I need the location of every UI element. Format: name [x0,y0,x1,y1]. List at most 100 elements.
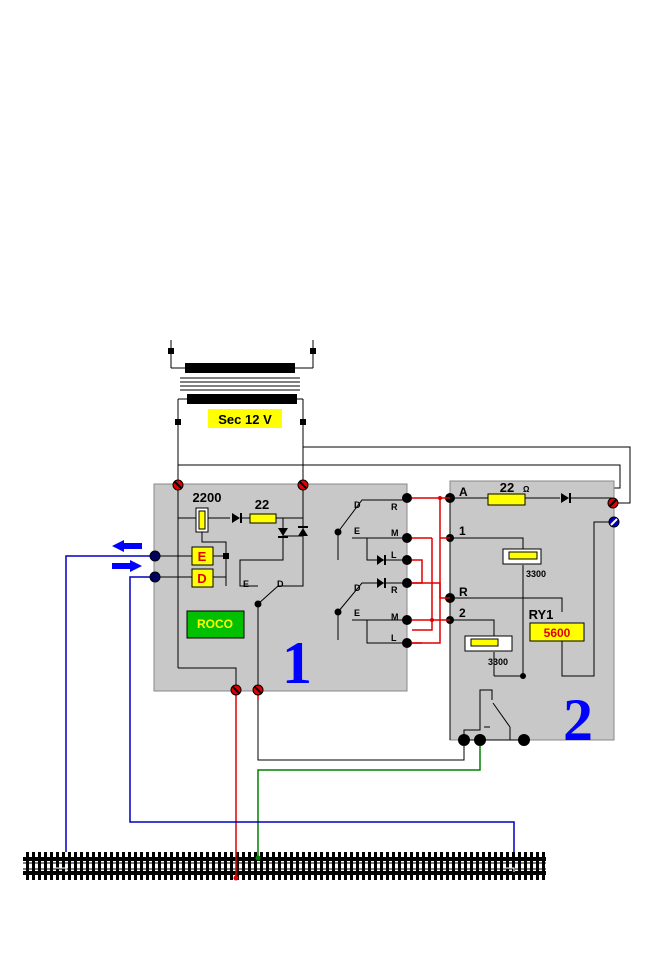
relay1-e: E [354,526,360,536]
input-e-label: E [198,549,207,564]
capacitor-3300-1: 3300 [502,548,546,579]
relay1-m: M [391,528,399,538]
input-d: D [191,568,214,588]
diode-icon [232,513,242,523]
track-sleeper [98,852,101,880]
track-sleeper [320,852,323,880]
track-sleeper [74,852,77,880]
track-sleeper [530,852,533,880]
arrow-out-icon [112,540,142,552]
module-2-number: 2 [563,687,593,753]
track-sleeper [356,852,359,880]
track-sleeper [542,852,545,880]
track-sleeper [236,852,239,880]
track-sleeper [518,852,521,880]
track-sleeper [446,852,449,880]
track-sleeper [326,852,329,880]
track-sleeper [170,852,173,880]
track-sleeper [428,852,431,880]
terminal-2-label: 2 [459,606,466,620]
track-sleeper [392,852,395,880]
track-sleeper [440,852,443,880]
track-sleeper [386,852,389,880]
relay2-l: L [391,633,397,643]
relay1-d: D [354,500,361,510]
track-sleeper [344,852,347,880]
track-sleeper [80,852,83,880]
relay1-l: L [391,550,397,560]
transformer-secondary-label: Sec 12 V [218,412,272,427]
track-sleeper [452,852,455,880]
track-sleeper [404,852,407,880]
track-sleeper [248,852,251,880]
relay1-r: R [391,502,398,512]
track-sleeper [374,852,377,880]
track-sleeper [362,852,365,880]
track-sleeper [92,852,95,880]
resistor-22-label: 22 [255,497,269,512]
track-sleeper [296,852,299,880]
track-sleeper [488,852,491,880]
track-sleeper [284,852,287,880]
track-sleeper [38,852,41,880]
relay2-d: D [354,583,361,593]
track-sleeper [260,852,263,880]
track-sleeper [506,852,509,880]
track-sleeper [26,852,29,880]
capacitor-2200-label: 2200 [193,490,222,505]
track-sleeper [416,852,419,880]
resistor-22-ohm: 22 Ω [487,480,530,506]
input-d-label: D [197,571,206,586]
transformer: Sec 12 V [168,340,316,485]
switch-d-label: D [277,579,284,589]
roco-label: ROCO [197,617,233,631]
module-1-number: 1 [282,630,312,696]
input-e: E [191,546,214,566]
track-sleeper [176,852,179,880]
track-sleeper [332,852,335,880]
capacitor-3300-1-label: 3300 [526,569,546,579]
capacitor-3300-2: 3300 [464,635,513,667]
track-sleeper [158,852,161,880]
track-sleeper [68,852,71,880]
relay-name: RY1 [529,607,554,622]
track-sleeper [458,852,461,880]
module-1-terminals [402,493,412,648]
track-sleeper [272,852,275,880]
track-sleeper [200,852,203,880]
red-wires [235,497,450,878]
track-sleeper [56,852,59,880]
track-sleeper [338,852,341,880]
track-sleeper [164,852,167,880]
track-sleeper [212,852,215,880]
track-sleeper [464,852,467,880]
track-sleeper [314,852,317,880]
track-sleeper [128,852,131,880]
relay2-r: R [391,585,398,595]
terminal-a-label: A [459,485,468,499]
track-sleeper [302,852,305,880]
track-sleeper [536,852,539,880]
track-sleeper [188,852,191,880]
resistor-22: 22 [249,497,277,524]
track-sleeper [116,852,119,880]
track-sleeper [122,852,125,880]
track-sleeper [470,852,473,880]
track-sleeper [86,852,89,880]
track-sleeper [368,852,371,880]
track-sleeper [32,852,35,880]
track-sleeper [422,852,425,880]
relay2-e: E [354,608,360,618]
terminal-1-label: 1 [459,524,466,538]
relay-group-1 [337,499,407,561]
bridge-diode-icon [278,526,308,538]
track-sleeper [50,852,53,880]
track-sleeper [290,852,293,880]
track-sleeper [524,852,527,880]
track-sleeper [308,852,311,880]
roco-brand: ROCO [186,610,245,639]
track-sleeper [206,852,209,880]
track-sleeper [350,852,353,880]
relay-value: 5600 [544,626,571,640]
track-sleeper [476,852,479,880]
